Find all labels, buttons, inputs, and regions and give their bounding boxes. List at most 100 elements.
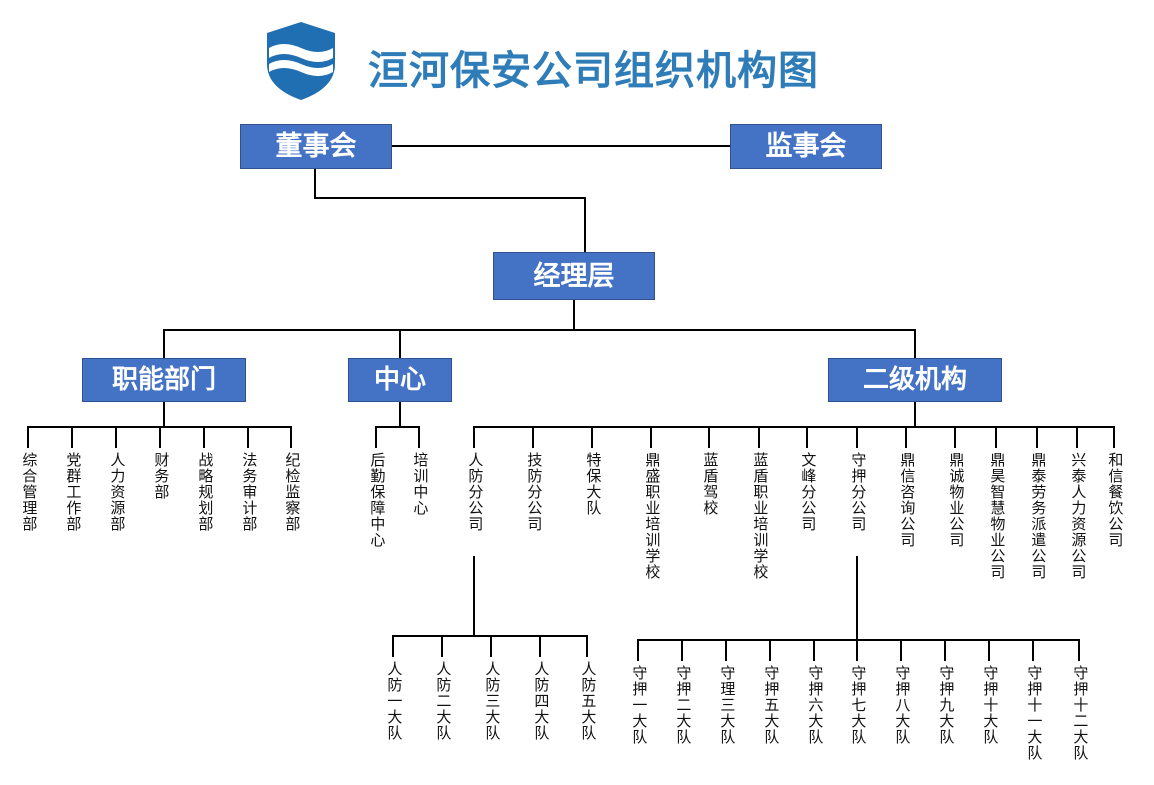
drop-center-1 — [418, 426, 420, 448]
drop-functional-3 — [159, 426, 161, 448]
box-center[interactable]: 中心 — [348, 358, 452, 402]
drop-secondary-3 — [650, 426, 652, 448]
leaf-center-0: 后勤保障中心 — [368, 452, 385, 548]
bus-level2 — [163, 329, 916, 331]
leaf-escort-4: 守押六大队 — [806, 665, 823, 745]
chart-header: 洹河保安公司组织机构图 — [0, 8, 1154, 108]
drop-functional-6 — [290, 426, 292, 448]
drop-secondary-0 — [473, 426, 475, 448]
link-board-across — [314, 197, 586, 199]
drop-secondary-9 — [954, 426, 956, 448]
drop-functional-bus — [163, 402, 165, 427]
leaf-civil-4: 人防五大队 — [579, 661, 596, 741]
leaf-secondary-11: 鼎泰劳务派遣公司 — [1029, 452, 1046, 580]
leaf-secondary-1: 技防分公司 — [525, 452, 542, 532]
bus-civil-defense — [392, 635, 587, 637]
drop-functional-0 — [27, 426, 29, 448]
page-title: 洹河保安公司组织机构图 — [368, 48, 819, 94]
drop-civil-defense-stem — [473, 556, 475, 636]
leaf-escort-0: 守押一大队 — [630, 665, 647, 745]
drop-secondary-5 — [758, 426, 760, 448]
drop-secondary-6 — [806, 426, 808, 448]
box-supervisors[interactable]: 监事会 — [730, 124, 882, 169]
leaf-center-1: 培训中心 — [411, 452, 428, 516]
leaf-civil-3: 人防四大队 — [532, 661, 549, 741]
leaf-escort-6: 守押八大队 — [893, 665, 910, 745]
leaf-secondary-6: 文峰分公司 — [799, 452, 816, 532]
leaf-functional-5: 法务审计部 — [240, 452, 257, 532]
leaf-civil-0: 人防一大队 — [385, 661, 402, 741]
leaf-civil-2: 人防三大队 — [483, 661, 500, 741]
drop-secondary-1 — [532, 426, 534, 448]
bus-escort — [637, 639, 1079, 641]
leaf-secondary-3: 鼎盛职业培训学校 — [643, 452, 660, 580]
link-board-supervisors — [392, 145, 730, 147]
leaf-escort-5: 守押七大队 — [849, 665, 866, 745]
drop-civil-0 — [392, 635, 394, 657]
drop-center-0 — [375, 426, 377, 448]
drop-secondary — [914, 329, 916, 358]
leaf-secondary-5: 蓝盾职业培训学校 — [751, 452, 768, 580]
drop-escort-6 — [900, 639, 902, 661]
leaf-secondary-0: 人防分公司 — [466, 452, 483, 532]
drop-escort-0 — [637, 639, 639, 661]
drop-escort-2 — [725, 639, 727, 661]
bus-secondary — [473, 426, 1114, 428]
drop-escort-7 — [944, 639, 946, 661]
leaf-functional-4: 战略规划部 — [196, 452, 213, 532]
box-management[interactable]: 经理层 — [493, 252, 655, 300]
drop-secondary-4 — [708, 426, 710, 448]
leaf-escort-1: 守押二大队 — [674, 665, 691, 745]
box-functional-departments[interactable]: 职能部门 — [82, 358, 246, 402]
drop-civil-2 — [490, 635, 492, 657]
drop-civil-1 — [441, 635, 443, 657]
drop-secondary-11 — [1036, 426, 1038, 448]
leaf-escort-8: 守押十大队 — [981, 665, 998, 745]
drop-secondary-12 — [1076, 426, 1078, 448]
drop-escort-10 — [1078, 639, 1080, 661]
drop-escort-9 — [1032, 639, 1034, 661]
drop-secondary-7 — [856, 426, 858, 448]
leaf-escort-10: 守押十二大队 — [1071, 665, 1088, 761]
link-board-down — [314, 169, 316, 199]
link-management-in — [584, 197, 586, 252]
drop-center — [399, 329, 401, 358]
shield-logo-icon — [263, 20, 339, 102]
drop-escort-4 — [813, 639, 815, 661]
leaf-secondary-10: 鼎昊智慧物业公司 — [988, 452, 1005, 580]
drop-center-bus — [399, 402, 401, 427]
leaf-escort-2: 守理三大队 — [718, 665, 735, 745]
leaf-functional-2: 人力资源部 — [108, 452, 125, 532]
leaf-functional-1: 党群工作部 — [64, 452, 81, 532]
leaf-secondary-9: 鼎诚物业公司 — [947, 452, 964, 548]
leaf-escort-7: 守押九大队 — [937, 665, 954, 745]
box-secondary-institutions[interactable]: 二级机构 — [828, 358, 1002, 402]
leaf-secondary-12: 兴泰人力资源公司 — [1069, 452, 1086, 580]
leaf-secondary-7: 守押分公司 — [849, 452, 866, 532]
leaf-escort-3: 守押五大队 — [762, 665, 779, 745]
drop-secondary-13 — [1113, 426, 1115, 448]
box-board[interactable]: 董事会 — [240, 124, 392, 169]
leaf-functional-6: 纪检监察部 — [283, 452, 300, 532]
leaf-escort-9: 守押十一大队 — [1025, 665, 1042, 761]
leaf-functional-3: 财务部 — [152, 452, 169, 500]
drop-civil-4 — [586, 635, 588, 657]
drop-escort-8 — [988, 639, 990, 661]
drop-functional — [163, 329, 165, 358]
drop-secondary-8 — [905, 426, 907, 448]
drop-functional-4 — [203, 426, 205, 448]
drop-civil-3 — [539, 635, 541, 657]
drop-escort-3 — [769, 639, 771, 661]
drop-secondary-2 — [591, 426, 593, 448]
leaf-secondary-8: 鼎信咨询公司 — [898, 452, 915, 548]
drop-escort-5 — [856, 639, 858, 661]
link-management-down — [573, 300, 575, 330]
drop-escort-stem — [856, 556, 858, 640]
leaf-civil-1: 人防二大队 — [434, 661, 451, 741]
leaf-secondary-4: 蓝盾驾校 — [701, 452, 718, 516]
leaf-secondary-2: 特保大队 — [584, 452, 601, 516]
leaf-secondary-13: 和信餐饮公司 — [1106, 452, 1123, 548]
drop-functional-1 — [71, 426, 73, 448]
drop-secondary-10 — [995, 426, 997, 448]
